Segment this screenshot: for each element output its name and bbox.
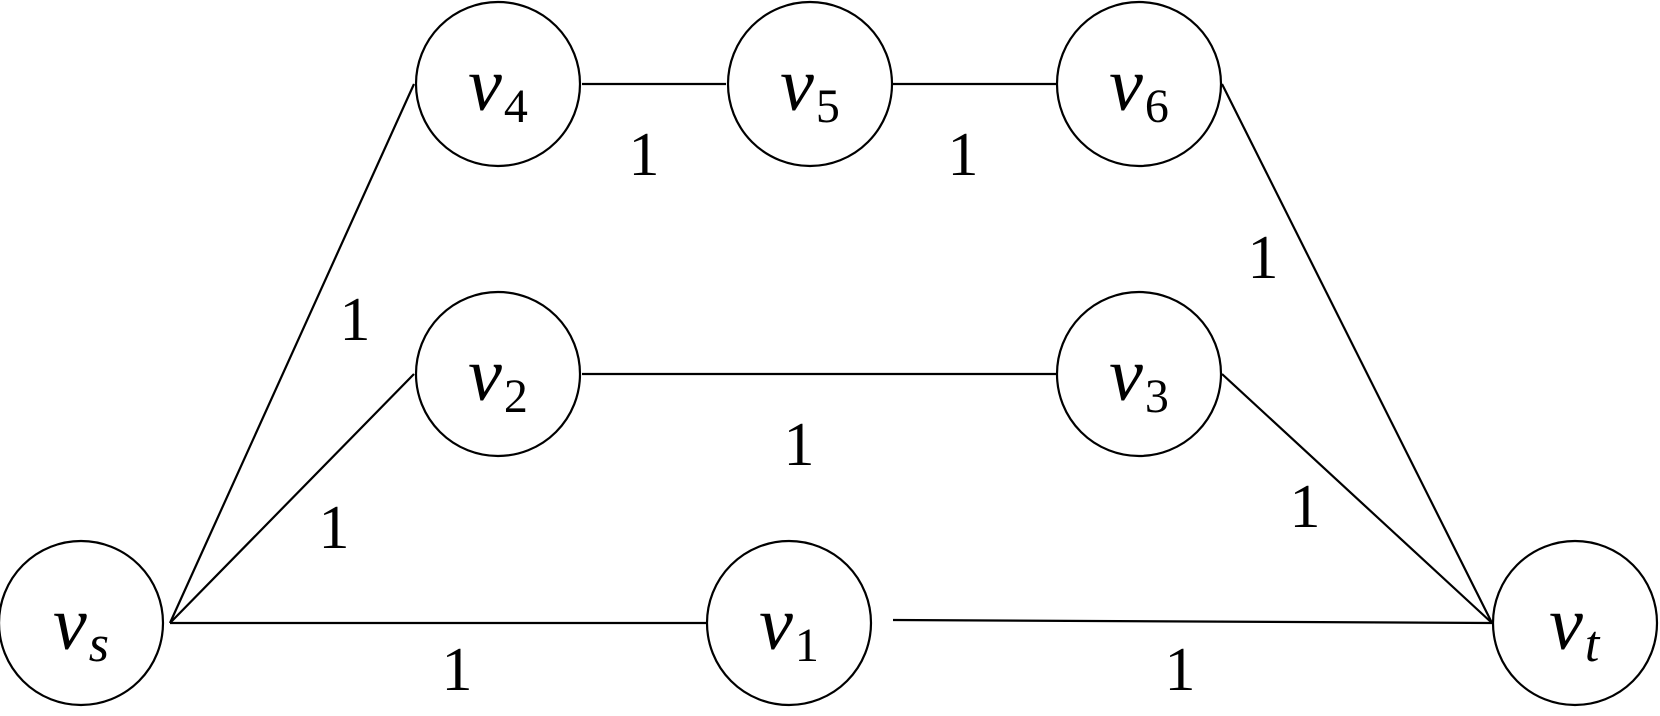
node-label-v4: v4 <box>468 43 528 133</box>
node-label-v1: v1 <box>759 582 819 672</box>
node-circle-v5 <box>726 0 894 168</box>
node-circle-v1 <box>705 539 873 707</box>
node-label-v3: v3 <box>1109 333 1169 423</box>
node-v5: v5 <box>726 0 894 168</box>
node-circle-v2 <box>414 290 582 458</box>
node-vt: vt <box>1491 539 1659 707</box>
node-vs: vs <box>0 539 165 707</box>
edge-weights-layer: 1 1 1 1 1 1 1 1 1 <box>319 121 1321 704</box>
edge-weight-v4-v5: 1 <box>629 121 660 189</box>
edge-vs-v4 <box>168 83 416 624</box>
edge-weight-v3-vt: 1 <box>1290 473 1321 541</box>
edge-weight-v2-v3: 1 <box>784 411 815 479</box>
edge-weight-vs-v1: 1 <box>442 636 473 704</box>
edge-weight-v6-vt: 1 <box>1248 224 1279 292</box>
node-v2: v2 <box>414 290 582 458</box>
edge-weight-vs-v2: 1 <box>319 494 350 562</box>
node-label-v6: v6 <box>1109 43 1169 133</box>
node-circle-v3 <box>1055 290 1223 458</box>
edge-v6-vt <box>1221 83 1493 624</box>
node-v4: v4 <box>414 0 582 168</box>
node-v6: v6 <box>1055 0 1223 168</box>
edges-layer <box>168 82 1493 625</box>
node-label-vs: vs <box>53 582 109 673</box>
node-v1: v1 <box>705 539 873 707</box>
node-circle-vs <box>0 539 165 707</box>
edge-weight-v1-vt: 1 <box>1165 636 1196 704</box>
edge-vs-v2 <box>169 373 415 624</box>
node-label-v5: v5 <box>780 43 840 133</box>
node-circle-v6 <box>1055 0 1223 168</box>
node-label-vt: vt <box>1549 582 1601 673</box>
node-label-v2: v2 <box>468 333 528 423</box>
node-circle-vt <box>1491 539 1659 707</box>
edge-v3-vt <box>1221 373 1493 624</box>
edge-weight-v5-v6: 1 <box>948 121 979 189</box>
edge-weight-vs-v4: 1 <box>340 286 371 354</box>
edge-v1-vt <box>892 618 1493 625</box>
node-v3: v3 <box>1055 290 1223 458</box>
node-circle-v4 <box>414 0 582 168</box>
